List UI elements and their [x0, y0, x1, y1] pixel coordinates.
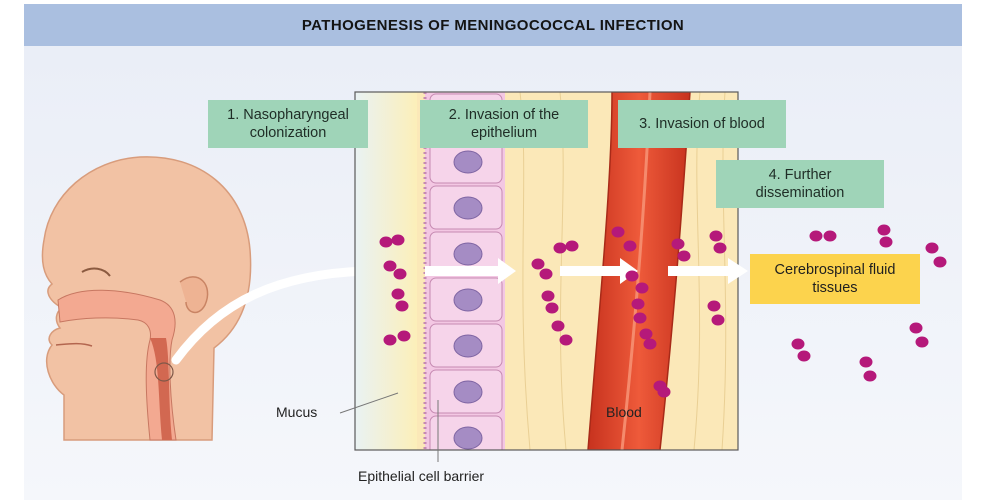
meningococcus-bacterium — [392, 235, 405, 246]
cell-nucleus — [454, 289, 482, 311]
meningococcus-bacterium — [624, 241, 637, 252]
child-head — [42, 157, 250, 440]
meningococcus-bacterium — [864, 371, 877, 382]
meningococcus-bacterium — [880, 237, 893, 248]
cell-nucleus — [454, 151, 482, 173]
meningococcus-bacterium — [916, 337, 929, 348]
meningococcus-bacterium — [380, 237, 393, 248]
meningococcus-bacterium — [392, 289, 405, 300]
cell-nucleus — [454, 381, 482, 403]
meningococcus-bacterium — [566, 241, 579, 252]
meningococcus-bacterium — [878, 225, 891, 236]
cell-nucleus — [454, 243, 482, 265]
meningococcus-bacterium — [926, 243, 939, 254]
step-4-label: 4. Further dissemination — [716, 160, 884, 208]
meningococcus-bacterium — [542, 291, 555, 302]
meningococcus-bacterium — [910, 323, 923, 334]
meningococcus-bacterium — [626, 271, 639, 282]
meningococcus-bacterium — [708, 301, 721, 312]
meningococcus-bacterium — [644, 339, 657, 350]
meningococcus-bacterium — [712, 315, 725, 326]
step-2-label: 2. Invasion of the epithelium — [420, 100, 588, 148]
meningococcus-bacterium — [532, 259, 545, 270]
meningococcus-bacterium — [824, 231, 837, 242]
meningococcus-bacterium — [552, 321, 565, 332]
meningococcus-bacterium — [384, 261, 397, 272]
meningococcus-bacterium — [710, 231, 723, 242]
step-1-label: 1. Nasopharyngeal colonization — [208, 100, 368, 148]
meningococcus-bacterium — [798, 351, 811, 362]
meningococcus-bacterium — [560, 335, 573, 346]
meningococcus-bacterium — [398, 331, 411, 342]
meningococcus-bacterium — [810, 231, 823, 242]
meningococcus-bacterium — [554, 243, 567, 254]
meningococcus-bacterium — [396, 301, 409, 312]
meningococcus-bacterium — [540, 269, 553, 280]
meningococcus-bacterium — [636, 283, 649, 294]
meningococcus-bacterium — [678, 251, 691, 262]
cell-nucleus — [454, 335, 482, 357]
blood-label: Blood — [606, 404, 642, 420]
meningococcus-bacterium — [860, 357, 873, 368]
meningococcus-bacterium — [612, 227, 625, 238]
mucus-label: Mucus — [276, 404, 317, 420]
meningococcus-bacterium — [792, 339, 805, 350]
meningococcus-bacterium — [658, 387, 671, 398]
meningococcus-bacterium — [634, 313, 647, 324]
meningococcus-bacterium — [394, 269, 407, 280]
meningococcus-bacterium — [546, 303, 559, 314]
meningococcus-bacterium — [934, 257, 947, 268]
cell-nucleus — [454, 427, 482, 449]
meningococcus-bacterium — [672, 239, 685, 250]
cerebrospinal-fluid-box: Cerebrospinal fluid tissues — [750, 254, 920, 304]
meningococcus-bacterium — [640, 329, 653, 340]
epithelial-barrier-label: Epithelial cell barrier — [358, 468, 484, 484]
meningococcus-bacterium — [632, 299, 645, 310]
meningococcus-bacterium — [714, 243, 727, 254]
meningococcus-bacterium — [384, 335, 397, 346]
cell-nucleus — [454, 197, 482, 219]
step-3-label: 3. Invasion of blood — [618, 100, 786, 148]
